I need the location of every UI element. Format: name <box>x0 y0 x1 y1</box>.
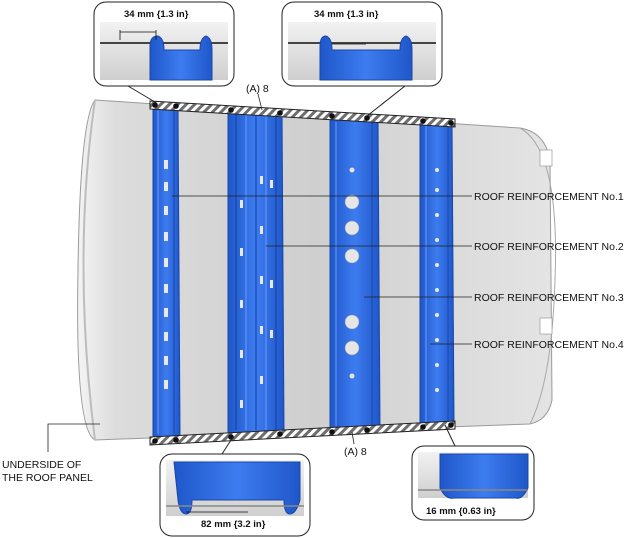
fastener-label-top: (A) 8 <box>246 83 269 95</box>
leader-fastener-top <box>257 93 263 111</box>
hatch-band-bottom <box>149 420 456 446</box>
callout-bottom-right: 16 mm {0.63 in} <box>411 445 535 521</box>
hatch-band-top <box>149 100 456 128</box>
fastener-points-top <box>152 102 454 126</box>
fastener-points-bottom <box>152 422 454 444</box>
leader-bottom-right <box>444 424 456 447</box>
reinforcement-1-slots <box>164 160 168 389</box>
label-roof-reinforcement-2: ROOF REINFORCEMENT No.2 <box>474 241 624 253</box>
label-roof-reinforcement-4: ROOF REINFORCEMENT No.4 <box>474 339 624 351</box>
reinforcement-3-holes <box>344 167 360 379</box>
callout-bottom-left: 82 mm {3.2 in} <box>159 453 311 537</box>
callout-top-left: 34 mm {1.3 in} <box>93 1 235 87</box>
leader-top-left <box>127 85 156 103</box>
leader-fastener-bottom <box>351 431 355 445</box>
label-underside-line1: UNDERSIDE OF <box>2 459 81 471</box>
roof-reinforcement-4 <box>419 121 455 427</box>
callout-top-left-dimension: 34 mm {1.3 in} <box>124 9 189 20</box>
callout-top-right: 34 mm {1.3 in} <box>281 1 443 87</box>
leader-bottom-left <box>221 436 234 455</box>
callout-bottom-right-dimension: 16 mm {0.63 in} <box>426 506 496 517</box>
reinforcement-4-holes <box>435 168 439 392</box>
label-underside-line2: THE ROOF PANEL <box>2 472 93 484</box>
label-roof-reinforcement-1: ROOF REINFORCEMENT No.1 <box>474 191 624 203</box>
roof-reinforcement-3 <box>329 117 381 431</box>
fastener-label-bottom: (A) 8 <box>344 446 367 458</box>
label-roof-reinforcement-3: ROOF REINFORCEMENT No.3 <box>474 292 624 304</box>
roof-panel <box>77 99 557 441</box>
leader-underside <box>47 423 100 452</box>
callout-top-right-dimension: 34 mm {1.3 in} <box>314 9 379 20</box>
leader-top-right <box>366 85 406 117</box>
callout-bottom-left-dimension: 82 mm {3.2 in} <box>201 519 266 530</box>
reinforcement-2-slots <box>240 176 273 408</box>
roof-reinforcement-2 <box>227 109 285 435</box>
